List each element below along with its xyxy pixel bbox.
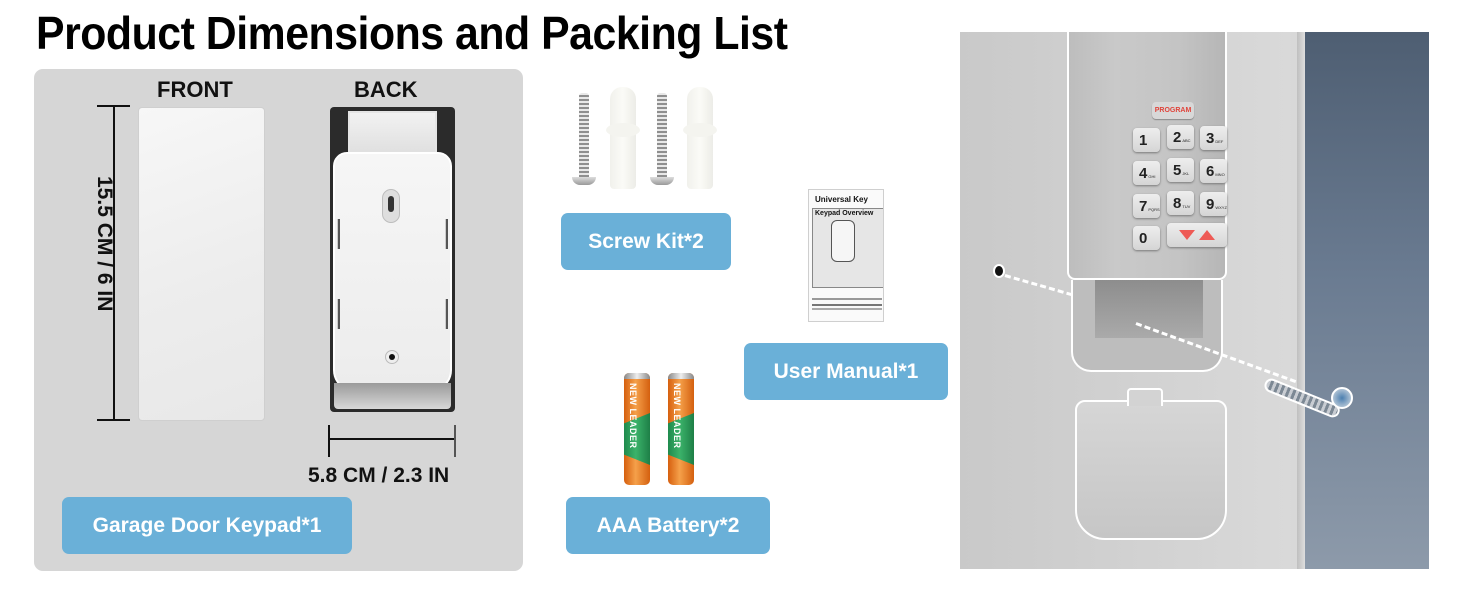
keypad-back-image xyxy=(330,107,455,412)
mounting-plate xyxy=(333,152,452,392)
side-notch xyxy=(445,299,448,329)
aaa-battery-icon: NEW LEADER xyxy=(668,373,694,485)
back-view-label: BACK xyxy=(354,77,418,102)
screw-head-icon xyxy=(1331,387,1353,409)
wall-anchor-icon xyxy=(606,87,640,189)
side-notch xyxy=(337,299,340,329)
width-dimension-line xyxy=(329,438,455,440)
battery-compartment xyxy=(1071,280,1223,372)
manual-text-lines xyxy=(812,298,882,300)
keyhole-slot-icon xyxy=(382,189,400,223)
user-manual-image: Universal Key Keypad Overview xyxy=(808,189,884,322)
screw-hole-icon xyxy=(385,350,399,364)
key-0: 0 xyxy=(1133,226,1160,250)
page-title: Product Dimensions and Packing List xyxy=(36,7,788,59)
battery-brand: NEW LEADER xyxy=(628,383,638,449)
width-dimension-text: 5.8 CM / 2.3 IN xyxy=(308,464,450,487)
back-bottom-edge xyxy=(334,383,451,409)
height-dimension-cap-bottom xyxy=(97,419,130,421)
alignment-dash-line xyxy=(1004,274,1073,297)
manual-section-title: Keypad Overview xyxy=(815,210,874,217)
screw-icon xyxy=(572,93,596,185)
door-frame-edge xyxy=(1297,32,1307,569)
battery-brand: NEW LEADER xyxy=(672,383,682,449)
keypad-drawing-icon xyxy=(831,220,855,262)
width-dimension-cap-right xyxy=(454,425,456,457)
garage-door xyxy=(1305,32,1429,569)
keypad-front-image xyxy=(138,107,265,421)
up-down-arrow-key xyxy=(1167,223,1227,247)
width-dimension-cap-left xyxy=(328,425,330,457)
keypad-badge: Garage Door Keypad*1 xyxy=(62,497,352,554)
screw-icon xyxy=(650,93,674,185)
down-up-arrow-icon xyxy=(1179,230,1215,240)
front-view-label: FRONT xyxy=(157,77,233,102)
battery-cover xyxy=(1075,388,1227,540)
battery-badge: AAA Battery*2 xyxy=(566,497,770,554)
manual-cover-title: Universal Key xyxy=(815,195,868,204)
key-1: 1 xyxy=(1133,128,1160,152)
user-manual-badge: User Manual*1 xyxy=(744,343,948,400)
height-dimension-line xyxy=(113,106,115,420)
manual-overview-section: Keypad Overview xyxy=(812,208,883,288)
program-button: PROGRAM xyxy=(1152,102,1194,119)
wall-anchor-icon xyxy=(683,87,717,189)
height-dimension-text: 15.5 CM / 6 IN xyxy=(93,176,116,312)
side-notch xyxy=(445,219,448,249)
compartment-cavity xyxy=(1095,280,1203,338)
side-notch xyxy=(337,219,340,249)
cover-latch-tab xyxy=(1127,388,1163,406)
wall-hole-icon xyxy=(993,264,1005,278)
screw-kit-badge: Screw Kit*2 xyxy=(561,213,731,270)
aaa-battery-icon: NEW LEADER xyxy=(624,373,650,485)
